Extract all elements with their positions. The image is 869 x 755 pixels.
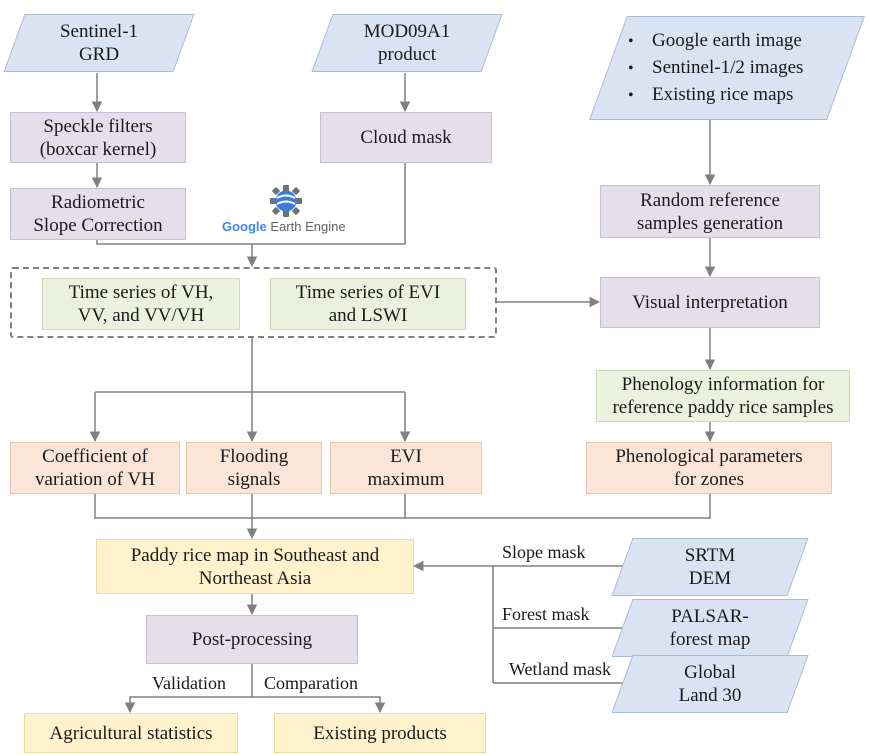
cv-line1: Coefficient of — [42, 446, 148, 467]
random-samples-line1: Random reference — [640, 189, 780, 211]
radiometric-line1: Radiometric — [51, 192, 145, 213]
palsar-line2: forest map — [669, 629, 751, 650]
arrow-to-existing-products — [252, 696, 386, 714]
post-processing-box: Post-processing — [146, 615, 358, 664]
radiometric-line2: Slope Correction — [33, 215, 163, 236]
forest-mask-label: Forest mask — [500, 604, 592, 625]
timeseries-group — [10, 267, 497, 338]
random-samples-box: Random reference samples generation — [600, 185, 820, 238]
evi-maximum-box: EVI maximum — [330, 442, 482, 494]
google-earth-engine-logo: Google Earth Engine — [222, 184, 354, 240]
modis-input: MOD09A1 product — [311, 14, 503, 72]
globalland30-input: Global Land 30 — [611, 655, 809, 713]
cv-line2: variation of VH — [35, 469, 155, 490]
modis-line1: MOD09A1 — [363, 21, 451, 42]
gee-brand-text: Google — [222, 219, 267, 234]
optical-timeseries-box: Time series of EVI and LSWI — [270, 278, 466, 330]
sentinel1-line2: GRD — [78, 44, 120, 65]
srtm-line2: DEM — [688, 568, 732, 589]
paddy-rice-map-box: Paddy rice map in Southeast and Northeas… — [96, 539, 414, 594]
agri-stats-label: Agricultural statistics — [49, 722, 213, 744]
speckle-line1: Speckle filters — [43, 115, 153, 137]
cloud-mask-label: Cloud mask — [360, 127, 452, 148]
phenology-information-box: Phenology information for reference padd… — [596, 370, 850, 422]
palsar-forest-input: PALSAR- forest map — [611, 599, 809, 657]
paddy-map-line2: Northeast Asia — [198, 567, 312, 589]
comparation-label: Comparation — [262, 673, 360, 694]
flooding-line2: signals — [227, 469, 281, 490]
wetland-mask-label: Wetland mask — [507, 659, 614, 680]
evi-line2: maximum — [367, 469, 445, 490]
phenoparams-line2: for zones — [673, 469, 745, 490]
srtm-dem-input: SRTM DEM — [611, 538, 809, 596]
srtm-line1: SRTM — [684, 545, 736, 566]
sar-timeseries-line2: VV, and VV/VH — [77, 305, 205, 326]
globalland-line2: Land 30 — [678, 685, 742, 706]
sar-timeseries-line1: Time series of VH, — [68, 282, 214, 303]
flooding-signals-box: Flooding signals — [186, 442, 322, 494]
phenological-parameters-box: Phenological parameters for zones — [586, 442, 832, 494]
validation-label: Validation — [150, 673, 228, 694]
phenoparams-line1: Phenological parameters — [615, 446, 803, 467]
existing-products-box: Existing products — [274, 713, 486, 753]
evi-line1: EVI — [390, 446, 422, 467]
speckle-line2: (boxcar kernel) — [39, 138, 157, 160]
palsar-line1: PALSAR- — [671, 606, 749, 627]
slope-mask-label: Slope mask — [500, 542, 588, 563]
reference-sources-input: •Google earth image •Sentinel-1/2 images… — [589, 16, 865, 120]
visual-interpretation-box: Visual interpretation — [600, 277, 820, 328]
flooding-line1: Flooding — [219, 446, 289, 467]
earth-engine-gear-icon — [270, 185, 302, 217]
phenology-info-line2: reference paddy rice samples — [612, 397, 834, 418]
connector-radiometric-cloud — [96, 163, 406, 245]
modis-line2: product — [377, 44, 437, 65]
radiometric-correction-box: Radiometric Slope Correction — [10, 188, 186, 240]
connector-indicators-merge — [94, 494, 711, 519]
reference-item-google-earth: •Google earth image — [628, 29, 802, 51]
gee-product-text: Earth Engine — [266, 219, 346, 234]
visual-interpretation-label: Visual interpretation — [632, 292, 788, 313]
optical-timeseries-line1: Time series of EVI — [295, 282, 441, 303]
reference-item-sentinel: •Sentinel-1/2 images — [628, 56, 804, 78]
optical-timeseries-line2: and LSWI — [328, 305, 408, 326]
sentinel1-input: Sentinel-1 GRD — [3, 14, 195, 72]
agricultural-statistics-box: Agricultural statistics — [24, 713, 238, 753]
globalland-line1: Global — [684, 662, 736, 683]
sentinel1-line1: Sentinel-1 — [59, 21, 139, 42]
existing-products-label: Existing products — [313, 722, 447, 744]
random-samples-line2: samples generation — [636, 212, 784, 234]
speckle-filters-box: Speckle filters (boxcar kernel) — [10, 112, 186, 163]
cloud-mask-box: Cloud mask — [320, 112, 492, 163]
sar-timeseries-box: Time series of VH, VV, and VV/VH — [42, 278, 240, 330]
paddy-map-line1: Paddy rice map in Southeast and — [130, 544, 380, 566]
reference-item-rice-maps: •Existing rice maps — [628, 83, 794, 105]
cv-vh-box: Coefficient of variation of VH — [10, 442, 180, 494]
phenology-info-line1: Phenology information for — [621, 374, 825, 395]
arrow-to-agri-stats — [124, 696, 252, 714]
post-processing-label: Post-processing — [191, 629, 313, 650]
